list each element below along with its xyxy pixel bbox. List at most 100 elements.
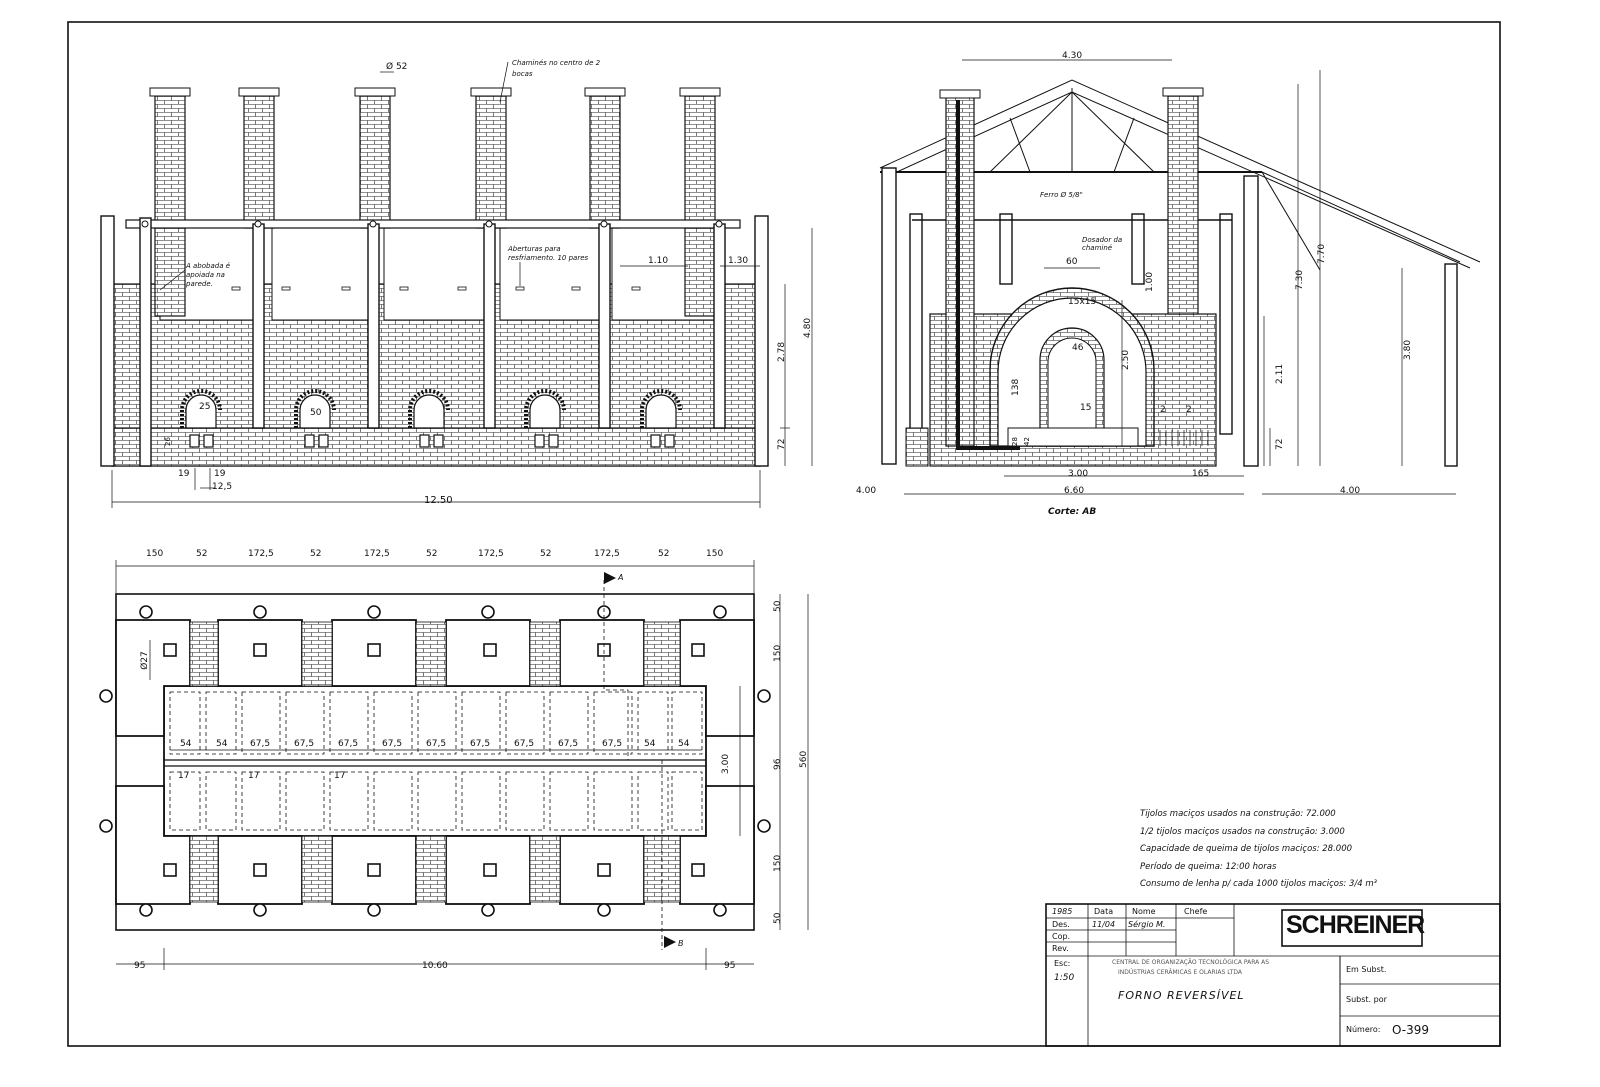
dim-278: 2.78 bbox=[777, 341, 787, 362]
damper-note: Dosador da chaminé bbox=[1082, 236, 1123, 253]
sheet-border bbox=[67, 21, 1501, 1047]
plan-inner-300: 3.00 bbox=[721, 753, 731, 774]
dim-300: 3.00 bbox=[1068, 469, 1089, 479]
roof-truss bbox=[879, 79, 1481, 263]
cell-dim: 54 bbox=[216, 739, 228, 749]
wooden-posts bbox=[100, 215, 769, 467]
plan-dim: 52 bbox=[658, 549, 670, 559]
plan-dim: 52 bbox=[310, 549, 322, 559]
dim-250: 2.50 bbox=[1121, 349, 1131, 370]
tb-col-chefe: Chefe bbox=[1184, 907, 1208, 916]
chimney bbox=[243, 91, 275, 229]
chimneys bbox=[149, 87, 721, 317]
dim-2a: 2 bbox=[1160, 405, 1166, 415]
cell-dim: 67,5 bbox=[338, 739, 359, 749]
ferro-note: Ferro Ø 5/8" bbox=[1040, 191, 1083, 199]
plan-posts bbox=[99, 605, 771, 917]
tb-em-subst: Em Subst. bbox=[1346, 965, 1387, 974]
plan-right-dim: 50 bbox=[773, 912, 783, 924]
dim-15x15: 15x15 bbox=[1068, 297, 1097, 307]
plan-dim: 172,5 bbox=[478, 549, 504, 559]
dim-138: 138 bbox=[1011, 378, 1021, 396]
plan-dim: 172,5 bbox=[594, 549, 620, 559]
vent-slots bbox=[231, 286, 641, 291]
cell-dim: 67,5 bbox=[514, 739, 535, 749]
dim-42: 42 bbox=[1023, 437, 1031, 446]
brand-box bbox=[1281, 909, 1423, 947]
dim-2b: 2 bbox=[1186, 405, 1192, 415]
dim-660: 6.60 bbox=[1064, 486, 1085, 496]
tb-col-nome: Nome bbox=[1132, 907, 1156, 916]
dim-770: 7.70 bbox=[1317, 243, 1327, 264]
kiln-cells bbox=[169, 691, 703, 831]
dim-730: 7.30 bbox=[1295, 269, 1305, 290]
dim-110: 1.10 bbox=[648, 256, 669, 266]
spec-line: 1/2 tijolos maciços usados na construção… bbox=[1140, 826, 1345, 837]
spec-line: Tijolos maciços usados na construção: 72… bbox=[1140, 809, 1336, 819]
dim-165: 165 bbox=[1192, 469, 1210, 479]
cell-dim: 54 bbox=[644, 739, 656, 749]
plan-right-dim: 50 bbox=[773, 600, 783, 612]
plan-view bbox=[99, 560, 809, 970]
plan-dim: 52 bbox=[196, 549, 208, 559]
plan-bottom-dim: 95 bbox=[724, 961, 736, 971]
dim-17: 17 bbox=[248, 771, 260, 781]
dim-130: 1.30 bbox=[728, 256, 749, 266]
tb-des-name: Sérgio M. bbox=[1128, 920, 1166, 929]
front-elevation bbox=[100, 61, 813, 508]
vault-note: A abobada é apoiada na parede. bbox=[186, 262, 231, 289]
plan-right-dim: 96 bbox=[773, 758, 783, 770]
chimney bbox=[684, 91, 716, 317]
title-block bbox=[1045, 903, 1501, 1047]
dim-28: 28 bbox=[1011, 437, 1019, 446]
dim-15: 15 bbox=[1080, 403, 1092, 413]
dim-100: 1.00 bbox=[1145, 271, 1155, 292]
chimney-flues bbox=[163, 643, 705, 877]
chimney-note: Chaminés no centro de 2 bocas bbox=[512, 59, 601, 78]
dim-400-left: 4.00 bbox=[856, 486, 877, 496]
specifications: Tijolos maciços usados na construção: 72… bbox=[1140, 806, 1377, 894]
dim-26: 26 bbox=[164, 437, 172, 446]
leader-line bbox=[499, 61, 509, 103]
cell-dim: 67,5 bbox=[294, 739, 315, 749]
tb-numero-label: Número: bbox=[1346, 1025, 1381, 1034]
dim-19-left: 19 bbox=[178, 469, 190, 479]
tb-drawing-title: FORNO REVERSÍVEL bbox=[1118, 989, 1245, 1002]
cell-dim: 67,5 bbox=[602, 739, 623, 749]
tb-col-data: Data bbox=[1094, 907, 1114, 916]
dim-17: 17 bbox=[334, 771, 346, 781]
section-mark-b: B bbox=[678, 939, 684, 948]
plan-dimensions bbox=[115, 560, 809, 970]
tb-row-rev: Rev. bbox=[1052, 944, 1069, 953]
plan-bottom-dim: 10.60 bbox=[422, 961, 448, 971]
tb-esc-label: Esc: bbox=[1054, 959, 1071, 968]
section-caption: Corte: AB bbox=[1048, 507, 1097, 517]
spec-line: Consumo de lenha p/ cada 1000 tijolos ma… bbox=[1140, 879, 1378, 889]
tb-company-stamp-1: CENTRAL DE ORGANIZAÇÃO TECNOLÓGICA PARA … bbox=[1112, 959, 1270, 966]
section-mark-a: A bbox=[618, 573, 624, 582]
dim-72-section: 72 bbox=[1275, 438, 1285, 450]
dim-25: 25 bbox=[199, 402, 211, 412]
plan-dim: 172,5 bbox=[248, 549, 274, 559]
leader-line bbox=[159, 269, 186, 291]
dim-12-50: 12.50 bbox=[424, 495, 453, 506]
section-marker-b bbox=[664, 936, 676, 948]
cell-dim: 67,5 bbox=[250, 739, 271, 749]
beam-bolts bbox=[141, 220, 723, 228]
tb-company-stamp-2: INDÚSTRIAS CERÂMICAS E OLARIAS LTDA bbox=[1118, 969, 1243, 976]
plan-dim: 52 bbox=[540, 549, 552, 559]
plan-total-560: 560 bbox=[799, 750, 809, 768]
plan-dim: 150 bbox=[146, 549, 164, 559]
dim-46: 46 bbox=[1072, 343, 1084, 353]
top-beam bbox=[125, 219, 741, 229]
tb-numero: O-399 bbox=[1392, 1023, 1430, 1037]
tb-subst-por: Subst. por bbox=[1346, 995, 1387, 1004]
dim-480: 4.80 bbox=[803, 317, 813, 338]
tb-brand-logo: SCHREINER bbox=[1286, 911, 1425, 939]
elevation-dimensions bbox=[111, 71, 813, 508]
chimney bbox=[154, 91, 186, 317]
dim-60: 60 bbox=[1066, 257, 1078, 267]
dim-27: Ø27 bbox=[139, 651, 150, 670]
cell-dim: 67,5 bbox=[558, 739, 579, 749]
firebox-strips bbox=[189, 621, 681, 903]
